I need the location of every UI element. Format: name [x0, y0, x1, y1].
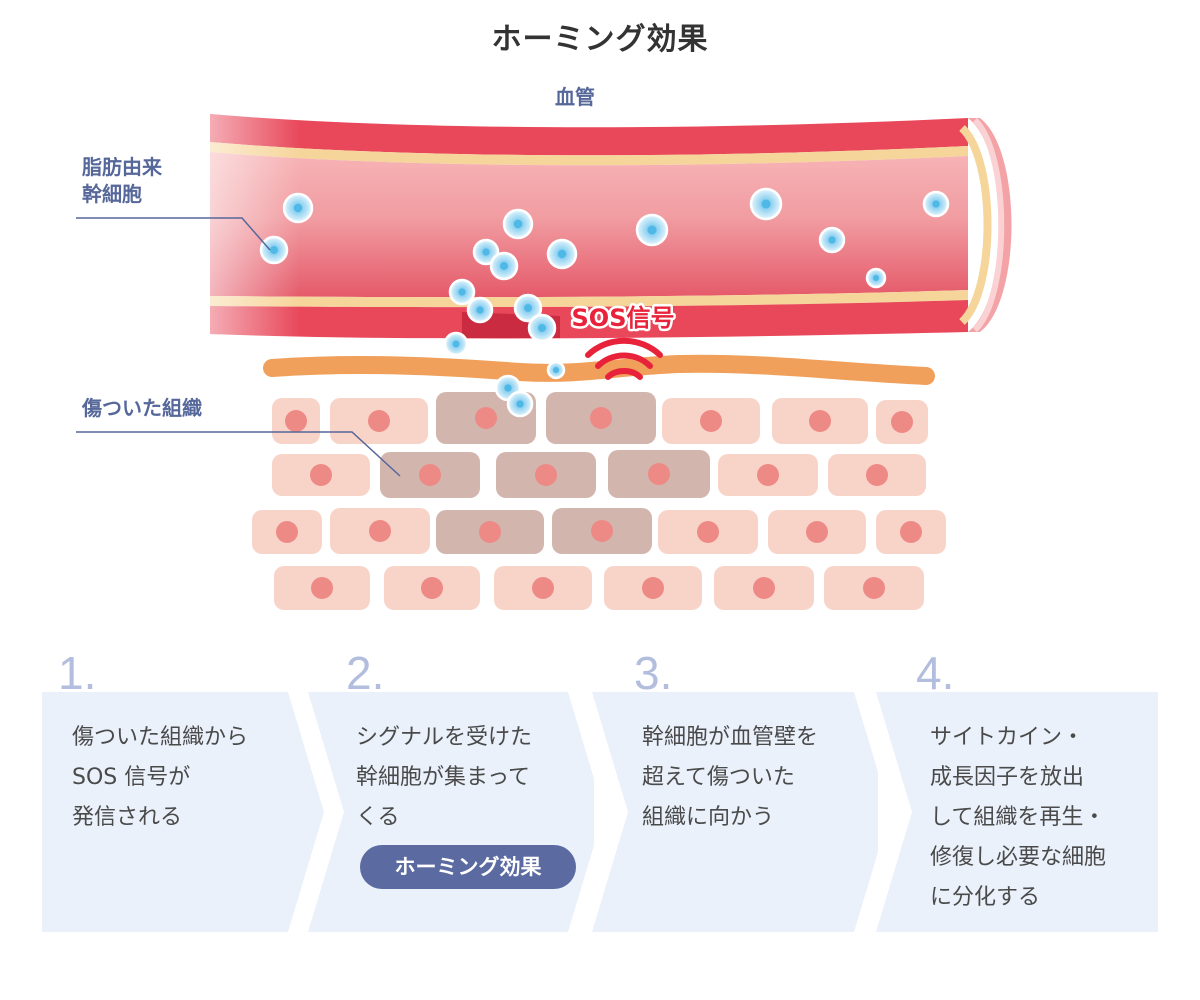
stem-cell-icon: [527, 313, 557, 343]
step-1-line-3: 発信される: [72, 805, 183, 830]
page-title: ホーミング効果: [491, 22, 709, 57]
step-3-text: 幹細胞が血管壁を 超えて傷ついた 組織に向かう: [642, 718, 818, 838]
damaged-tissue-label: 傷ついた組織: [82, 396, 202, 420]
stem-cell-icon: [502, 208, 534, 240]
cell-nucleus: [532, 577, 554, 599]
cell-nucleus: [590, 407, 612, 429]
cell-nucleus: [311, 577, 333, 599]
step-4-line-1: サイトカイン・: [930, 725, 1085, 750]
cell-nucleus: [863, 577, 885, 599]
stem-cell-icon: [448, 278, 476, 306]
stem-cells: [259, 187, 950, 418]
cell-nucleus: [700, 410, 722, 432]
step-4-line-5: に分化する: [930, 885, 1041, 910]
stem-cell-icon: [443, 331, 469, 357]
step-4-panel: [876, 692, 1162, 932]
homing-effect-badge: ホーミング効果: [360, 845, 576, 889]
cell-nucleus: [757, 464, 779, 486]
cell-nucleus: [285, 410, 307, 432]
stem-cell-icon: [749, 187, 783, 221]
step-1-panel: [42, 692, 328, 932]
step-3-number: 3.: [634, 647, 673, 699]
step-2-line-1: シグナルを受けた: [356, 725, 533, 750]
step-4-line-4: 修復し必要な細胞: [930, 845, 1107, 870]
stem-cell-icon: [922, 190, 950, 218]
stem-cell-icon: [506, 390, 534, 418]
step-4-line-2: 成長因子を放出: [930, 765, 1085, 790]
cell-nucleus: [535, 464, 557, 486]
cell-nucleus: [753, 577, 775, 599]
cell-nucleus: [310, 464, 332, 486]
cell-nucleus: [642, 577, 664, 599]
step-1-line-2: SOS 信号が: [72, 765, 191, 790]
cell-nucleus: [419, 464, 441, 486]
cell-nucleus: [900, 521, 922, 543]
signal-waves-icon: [585, 337, 663, 380]
stem-cell-icon: [472, 238, 500, 266]
cell-nucleus: [697, 521, 719, 543]
basement-membrane: [263, 354, 935, 385]
stem-cell-label-line2: 幹細胞: [82, 182, 142, 206]
stem-cell-label: 脂肪由来 幹細胞: [82, 154, 162, 208]
cell-nucleus: [591, 520, 613, 542]
stem-cell-icon: [546, 238, 578, 270]
cell-nucleus: [368, 410, 390, 432]
tissue-leader-line: [76, 431, 401, 477]
stem-cell-icon: [865, 267, 887, 289]
stem-cell-icon: [818, 226, 846, 254]
step-4-number: 4.: [916, 647, 955, 699]
cell-nucleus: [809, 410, 831, 432]
step-2-number: 2.: [346, 647, 385, 699]
stem-cell-icon: [489, 251, 519, 281]
step-3-line-2: 超えて傷ついた: [642, 765, 795, 790]
step-2-line-2: 幹細胞が集まって: [356, 765, 531, 790]
step-4-line-3: して組織を再生・: [930, 805, 1106, 830]
stem-cell-icon: [546, 360, 566, 380]
step-3-line-3: 組織に向かう: [642, 805, 775, 830]
vessel-label: 血管: [555, 85, 595, 109]
step-1-line-1: 傷ついた組織から: [72, 725, 249, 750]
cell-nucleus: [648, 463, 670, 485]
stem-cell-icon: [635, 213, 669, 247]
cell-nucleus: [369, 520, 391, 542]
step-1-text: 傷ついた組織から SOS 信号が 発信される: [72, 718, 248, 838]
cell-nucleus: [891, 411, 913, 433]
sos-signal-label: SOS信号: [572, 304, 675, 332]
stem-cell-icon: [259, 235, 289, 265]
step-4-text: サイトカイン・ 成長因子を放出 して組織を再生・ 修復し必要な細胞 に分化する: [930, 718, 1106, 918]
cell-nucleus: [866, 464, 888, 486]
cell-nucleus: [276, 521, 298, 543]
cell-nucleus: [421, 577, 443, 599]
stem-cell-label-line1: 脂肪由来: [82, 155, 162, 179]
stem-cell-icon: [513, 293, 543, 323]
step-2-text: シグナルを受けた 幹細胞が集まって くる: [356, 718, 532, 838]
step-3-line-1: 幹細胞が血管壁を: [642, 725, 819, 750]
stem-cell-icon: [282, 192, 314, 224]
step-3-panel: [592, 692, 878, 932]
cell-nucleus: [806, 521, 828, 543]
cell-nucleus: [479, 521, 501, 543]
cell-nucleus: [475, 407, 497, 429]
tissue-cells: [252, 392, 946, 610]
homing-illustration: SOS信号: [76, 114, 1012, 610]
step-1-number: 1.: [58, 647, 97, 699]
stem-cell-leader-line: [76, 217, 271, 251]
stem-cell-icon: [466, 296, 494, 324]
blood-vessel: [210, 114, 1012, 339]
step-2-line-3: くる: [356, 805, 400, 830]
